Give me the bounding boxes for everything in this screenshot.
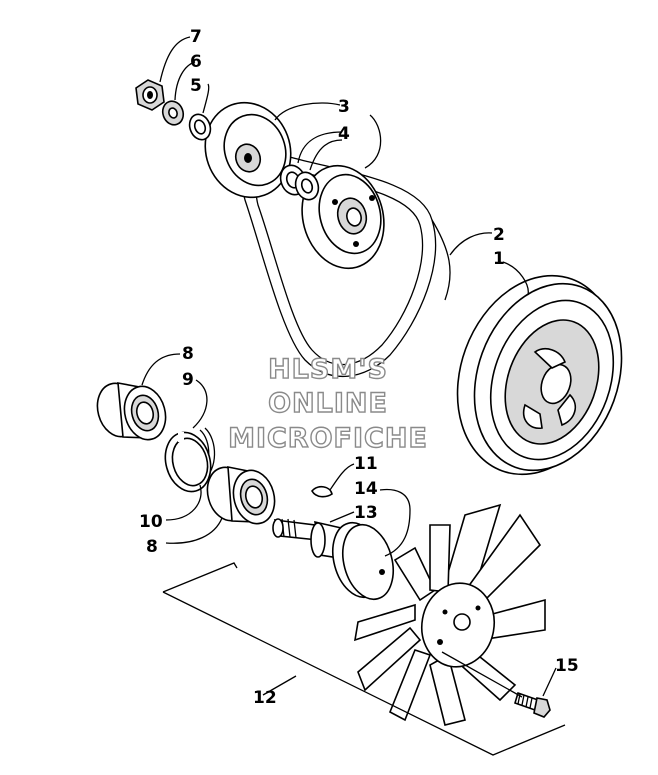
callout-1: 1	[493, 249, 505, 269]
watermark-line-2: ONLINE	[268, 388, 388, 419]
retaining-ring	[164, 431, 212, 493]
watermark: HLSM'S ONLINE MICROFICHE	[227, 353, 428, 454]
callouts: 7 6 5 3 4 2 1 8 9 11 14 13 10 8 15 12	[139, 27, 579, 708]
callout-2: 2	[493, 225, 505, 245]
assembly-bracket	[162, 562, 566, 756]
leader-lines	[141, 36, 557, 698]
drive-pulley-rear-half	[204, 101, 292, 199]
callout-7: 7	[190, 27, 202, 47]
callout-10: 10	[139, 512, 163, 532]
bearing-upper	[96, 382, 167, 441]
fan-hub	[332, 521, 394, 601]
callout-6: 6	[190, 52, 202, 72]
callout-5: 5	[190, 76, 202, 96]
drive-pulley-front-half	[301, 164, 385, 270]
callout-4: 4	[338, 124, 350, 144]
driven-pulley	[456, 274, 623, 476]
callout-8-lower: 8	[146, 537, 158, 557]
flat-washer	[188, 113, 212, 141]
callout-8-upper: 8	[182, 344, 194, 364]
bearing-lower	[206, 466, 276, 525]
woodruff-key	[311, 485, 333, 498]
drive-belt	[242, 149, 451, 378]
callout-13: 13	[354, 503, 378, 523]
watermark-line-1: HLSM'S	[268, 354, 388, 385]
callout-11: 11	[354, 454, 378, 474]
callout-15: 15	[555, 656, 579, 676]
callout-12: 12	[253, 688, 277, 708]
hex-nut	[135, 79, 165, 111]
callout-9: 9	[182, 370, 194, 390]
cooling-fan	[353, 503, 546, 726]
fan-bolt	[514, 691, 551, 718]
lock-washer	[161, 100, 185, 126]
watermark-line-3: MICROFICHE	[228, 423, 428, 454]
callout-14: 14	[354, 479, 378, 499]
spacer-washers	[279, 164, 320, 201]
callout-3: 3	[338, 97, 350, 117]
